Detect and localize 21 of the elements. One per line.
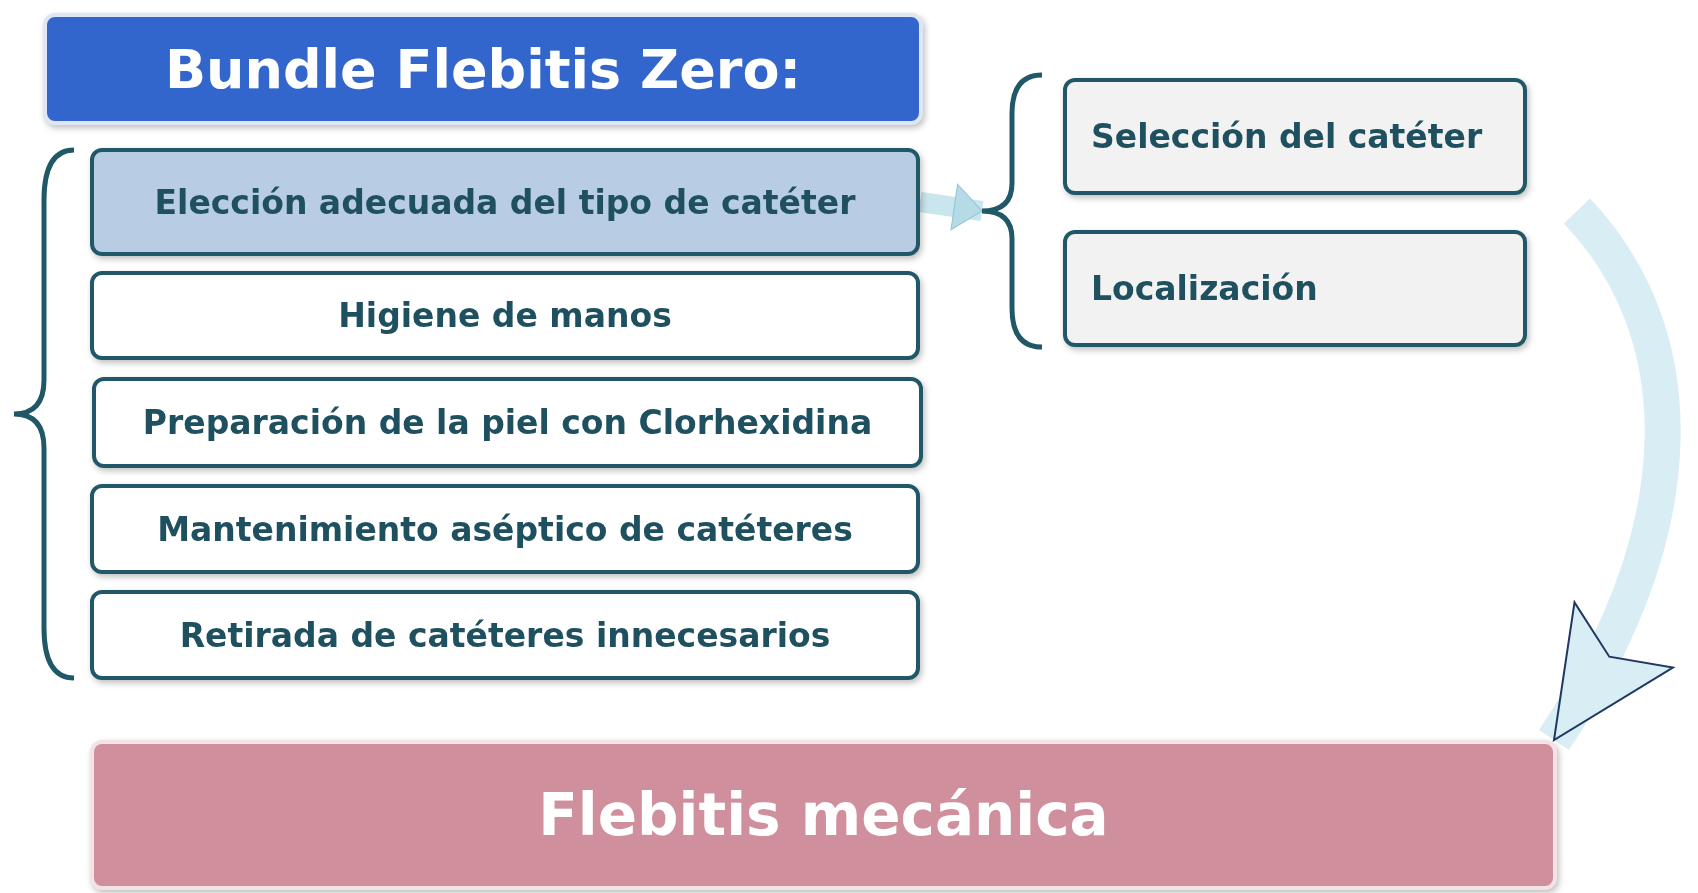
process-box (90, 271, 920, 360)
box-label: Mantenimiento aséptico de catéteres (157, 509, 853, 549)
arrow (918, 183, 984, 231)
curved-arrow (1538, 199, 1681, 750)
box-label: Flebitis mecánica (538, 781, 1109, 849)
title: Bundle Flebitis Zero: (164, 37, 802, 101)
box-label: Preparación de la piel con Clorhexidina (142, 403, 873, 442)
process-box (1063, 230, 1527, 347)
title-banner (43, 13, 923, 125)
process-box (92, 377, 923, 468)
process-box (1063, 78, 1527, 195)
box-label: Localización (1091, 269, 1318, 308)
box-label: Selección del catéter (1091, 117, 1483, 156)
curly-brace (980, 72, 1044, 350)
process-box (90, 148, 920, 256)
process-box (90, 590, 920, 680)
outcome-box (90, 740, 1557, 890)
box-label: Higiene de manos (338, 296, 672, 335)
box-label: Elección adecuada del tipo de catéter (154, 182, 856, 222)
box-label: Retirada de catéteres innecesarios (179, 615, 831, 655)
process-box (90, 484, 920, 574)
